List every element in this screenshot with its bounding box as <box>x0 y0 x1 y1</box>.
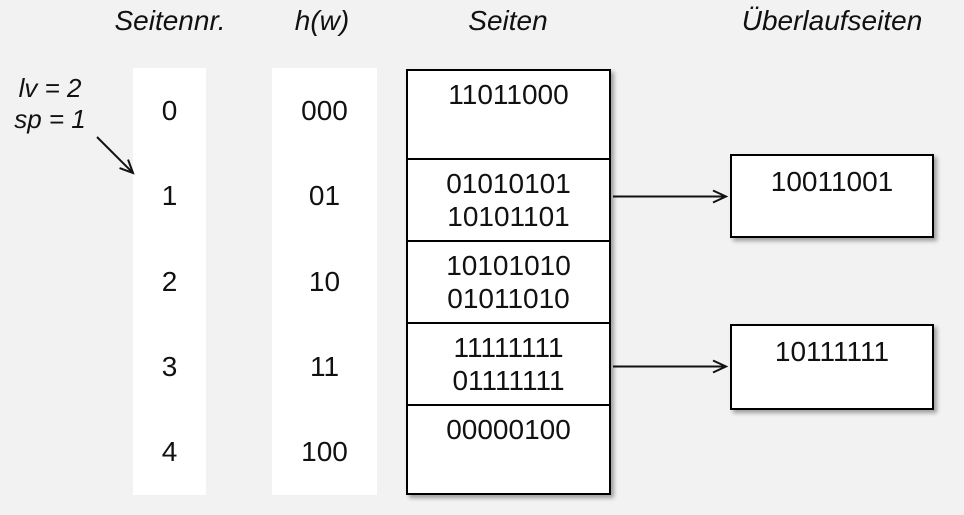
hash-value: 11 <box>309 350 340 382</box>
page-value: 01010101 <box>446 168 571 199</box>
page-value: 10101101 <box>447 201 570 232</box>
hw-column: 000 01 10 11 100 <box>272 68 377 495</box>
page-cell: 10101010 01011010 <box>408 242 609 324</box>
split-pointer-arrow <box>96 136 135 175</box>
page-value: 01111111 <box>452 365 565 396</box>
hash-value: 10 <box>308 265 341 297</box>
page-number: 4 <box>161 436 178 468</box>
page-value: 10101010 <box>446 250 571 281</box>
level-annotation: lv = 2 <box>18 73 82 103</box>
page-number: 1 <box>161 180 178 212</box>
hash-value: 100 <box>301 436 348 468</box>
page-number: 2 <box>161 265 178 297</box>
overflow-page-box-row3: 10111111 <box>730 324 934 410</box>
seitennr-column: 0 1 2 3 4 <box>133 68 206 495</box>
seiten-pages-box: 11011000 01010101 10101101 10101010 0101… <box>406 69 611 495</box>
column-header-hw: h(w) <box>294 5 350 36</box>
hash-value: 000 <box>301 94 348 126</box>
overflow-page-box-row1: 10011001 <box>730 154 934 238</box>
page-cell: 11111111 01111111 <box>408 324 609 406</box>
state-annotation: lv = 2 sp = 1 <box>2 73 98 135</box>
column-header-seitennr: Seitennr. <box>114 5 226 36</box>
overflow-page-value: 10111111 <box>774 336 890 367</box>
split-pointer-annotation: sp = 1 <box>14 104 86 134</box>
page-cell: 11011000 <box>408 71 609 160</box>
page-value: 00000100 <box>446 414 571 445</box>
hash-value: 01 <box>308 180 341 212</box>
page-number: 0 <box>161 94 178 126</box>
column-header-seiten: Seiten <box>468 5 548 36</box>
overflow-page-value: 10011001 <box>770 166 894 197</box>
page-cell: 01010101 10101101 <box>408 160 609 242</box>
page-value: 11011000 <box>448 79 569 110</box>
column-header-ueberlaufseiten: Überlaufseiten <box>741 5 923 36</box>
page-cell: 00000100 <box>408 406 609 493</box>
page-value: 11111111 <box>453 332 564 363</box>
page-value: 01011010 <box>447 283 570 314</box>
page-number: 3 <box>161 350 178 382</box>
